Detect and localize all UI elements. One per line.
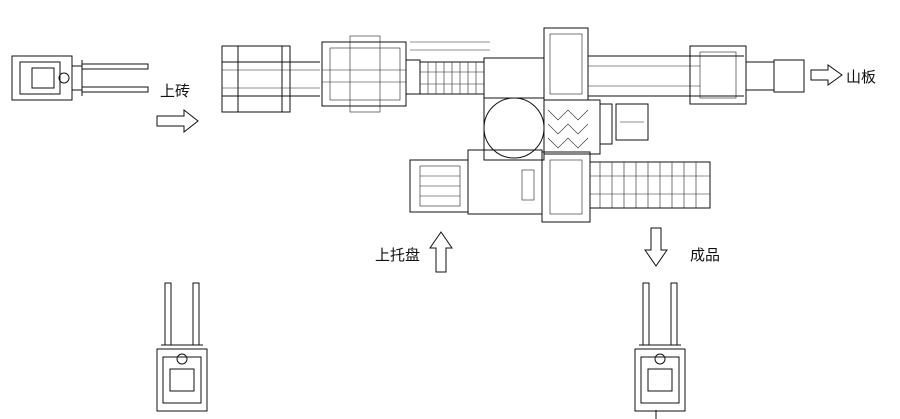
- label-brick-in: 上砖: [160, 82, 191, 100]
- arrow-right-icon: [810, 64, 843, 86]
- pallet-feed: [409, 149, 543, 215]
- stacking-station: [321, 35, 545, 113]
- central-rotary-unit: [483, 27, 649, 161]
- forklift-bottom-left: [156, 282, 208, 412]
- forklift-bottom-right: [634, 282, 686, 412]
- arrow-down-icon: [644, 227, 668, 267]
- arrow-right-icon: [156, 108, 199, 134]
- finished-product-conveyor: [541, 151, 711, 223]
- infeed-conveyor: [221, 45, 320, 113]
- label-pallet-in: 上托盘: [375, 246, 421, 264]
- label-board-out: 山板: [846, 68, 877, 86]
- arrow-up-icon: [429, 231, 453, 273]
- label-finished-product: 成品: [690, 246, 721, 264]
- forklift-left: [11, 55, 149, 101]
- outfeed-line: [588, 45, 805, 105]
